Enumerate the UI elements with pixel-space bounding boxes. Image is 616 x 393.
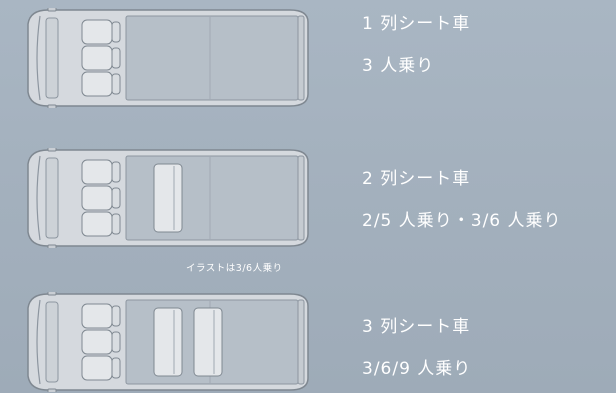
dashboard (45, 157, 59, 239)
front-seat-back (111, 213, 121, 235)
config-title: 3 列シート車 (362, 317, 471, 337)
rear-bench-seat (193, 307, 223, 377)
front-seat-cushion (81, 71, 113, 97)
mirror-left (47, 292, 57, 296)
config-title: 2 列シート車 (362, 169, 471, 189)
front-seat-back (111, 187, 121, 209)
front-seat-cushion (81, 19, 113, 45)
front-seat-cushion (81, 211, 113, 237)
illustration-note: イラストは3/6人乗り (186, 263, 283, 274)
config-capacity: 3 人乗り (362, 56, 435, 76)
front-seat-back (111, 357, 121, 379)
mirror-right (47, 244, 57, 248)
config-capacity: 2/5 人乗り・3/6 人乗り (362, 211, 562, 231)
config-title: 1 列シート車 (362, 14, 471, 34)
front-seat-back (111, 47, 121, 69)
front-seat-cushion (81, 303, 113, 329)
van-illustration-2-row (27, 148, 309, 248)
config-capacity: 3/6/9 人乗り (362, 359, 472, 379)
rear-bench-seat (153, 163, 183, 233)
front-seat-back (111, 21, 121, 43)
rear-door (297, 155, 305, 241)
front-seat-back (111, 305, 121, 327)
front-seat-back (111, 161, 121, 183)
windshield (36, 15, 41, 101)
cargo-floor (125, 15, 299, 101)
rear-bench-seat (153, 307, 183, 377)
mirror-right (47, 388, 57, 392)
windshield (36, 155, 41, 241)
dashboard (45, 17, 59, 99)
mirror-right (47, 104, 57, 108)
front-seat-cushion (81, 185, 113, 211)
dashboard (45, 301, 59, 383)
mirror-left (47, 148, 57, 152)
van-illustration-1-row (27, 8, 309, 108)
cargo-floor (125, 155, 299, 241)
rear-door (297, 299, 305, 385)
front-seat-back (111, 73, 121, 95)
front-seat-cushion (81, 159, 113, 185)
van-illustration-3-row (27, 292, 309, 392)
front-seat-cushion (81, 355, 113, 381)
windshield (36, 299, 41, 385)
front-seat-back (111, 331, 121, 353)
front-seat-cushion (81, 329, 113, 355)
front-seat-cushion (81, 45, 113, 71)
rear-door (297, 15, 305, 101)
mirror-left (47, 8, 57, 12)
